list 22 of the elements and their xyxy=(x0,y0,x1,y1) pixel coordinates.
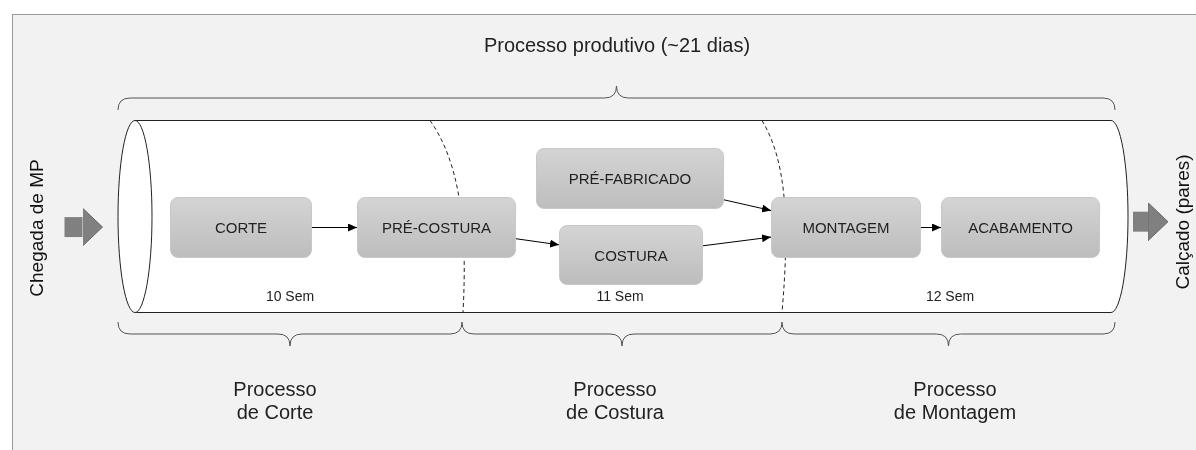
process-box: ACABAMENTO xyxy=(941,197,1100,258)
process-box: PRÉ-FABRICADO xyxy=(536,148,724,209)
arrow xyxy=(311,223,358,232)
brace-label: Processo de Corte xyxy=(232,378,318,424)
block-arrow xyxy=(1133,202,1169,242)
duration-label: 10 Sem xyxy=(264,288,316,304)
arrow xyxy=(920,223,942,232)
brace-label: Processo de Montagem xyxy=(892,378,1018,424)
process-box: MONTAGEM xyxy=(771,197,921,258)
duration-label: 11 Sem xyxy=(595,288,645,304)
block-arrow xyxy=(64,207,103,247)
process-box: PRÉ-COSTURA xyxy=(357,197,516,258)
process-box: CORTE xyxy=(170,197,312,258)
output-label: Calçado (pares) xyxy=(1171,142,1195,302)
brace-label: Processo de Costura xyxy=(565,378,665,424)
arrow xyxy=(723,199,772,213)
arrow xyxy=(515,238,560,248)
input-label: Chegada de MP xyxy=(25,148,49,308)
process-box: COSTURA xyxy=(559,225,703,285)
arrow xyxy=(702,234,772,247)
duration-label: 12 Sem xyxy=(924,288,976,304)
brace-label: Processo produtivo (~21 dias) xyxy=(482,34,752,57)
